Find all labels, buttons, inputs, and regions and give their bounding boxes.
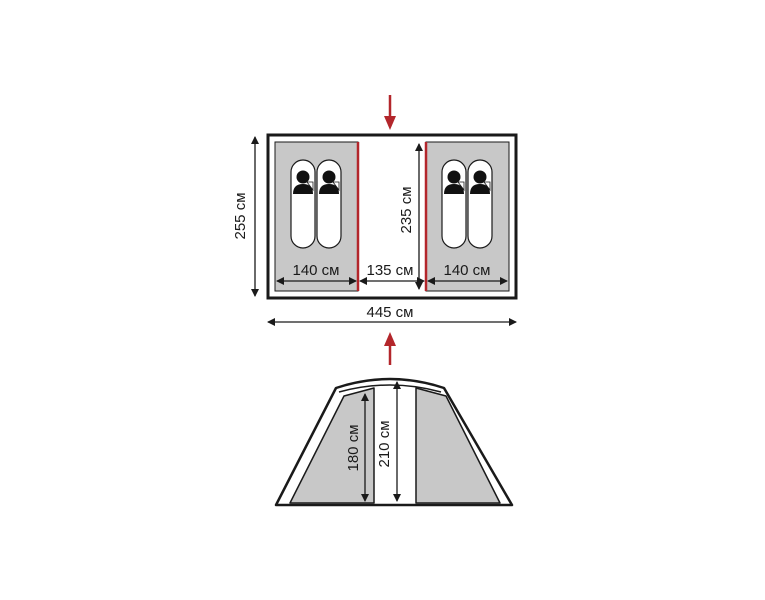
sleeping-bag-icon bbox=[441, 159, 467, 249]
sleeping-bag-icon bbox=[290, 159, 316, 249]
right-bedroom-width-label: 140 см bbox=[443, 262, 490, 279]
view-arrow-up-icon bbox=[384, 332, 396, 365]
overall-depth-label: 255 см bbox=[232, 192, 249, 239]
sleeping-bag-icon bbox=[467, 159, 493, 249]
side-view-inner-arch bbox=[338, 384, 442, 393]
vestibule-width-label: 135 см bbox=[366, 262, 413, 279]
overall-width-label: 445 см bbox=[366, 304, 413, 321]
floor-plan: 140 см 135 см 140 см 235 см 255 см 445 с… bbox=[232, 95, 518, 365]
entrance-arrow-down-icon bbox=[384, 95, 396, 130]
bedroom-depth-label: 235 см bbox=[398, 186, 415, 233]
side-view-left-panel bbox=[289, 387, 375, 504]
side-view: 180 см 210 см bbox=[274, 377, 514, 507]
left-bedroom-width-label: 140 см bbox=[292, 262, 339, 279]
side-view-right-panel bbox=[415, 387, 501, 504]
bedroom-height-label: 180 см bbox=[345, 424, 362, 471]
sleeping-bag-icon bbox=[316, 159, 342, 249]
vestibule-height-label: 210 см bbox=[376, 420, 393, 467]
